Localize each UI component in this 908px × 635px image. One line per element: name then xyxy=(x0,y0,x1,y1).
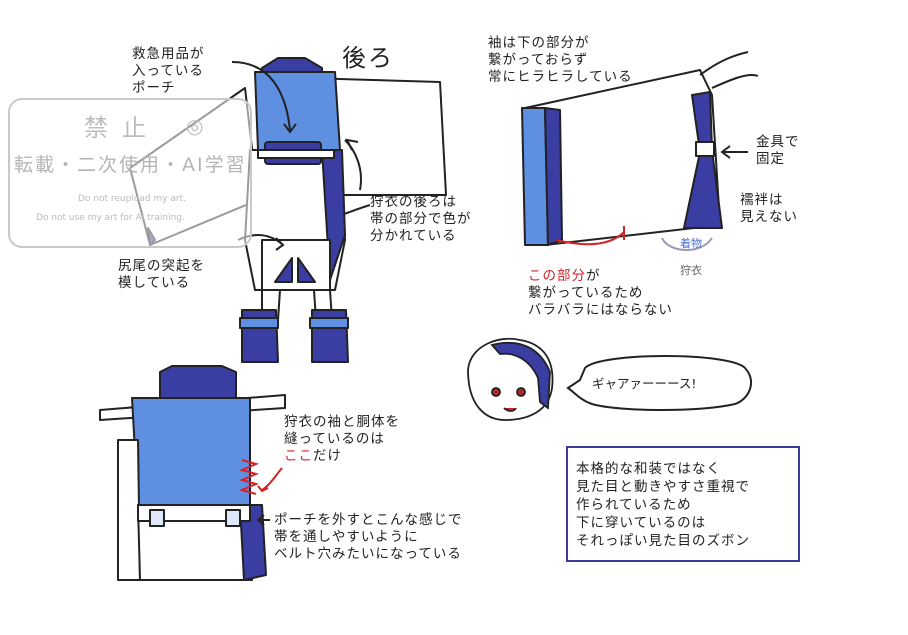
sewn-here-red: ここ xyxy=(284,448,313,464)
note-pouch-line: ポーチ xyxy=(132,80,176,96)
chibi-head xyxy=(467,337,554,421)
note-sleeve-bottom-line: 袖は下の部分が xyxy=(488,35,590,51)
scream-text: ギャアァーーース! xyxy=(592,376,697,391)
summary-line: 本格的な和装ではなく xyxy=(576,461,721,477)
summary-line: 下に穿いているのは xyxy=(576,515,707,531)
sewn-here-rest: だけ xyxy=(313,448,342,464)
note-hunting-back-line: 狩衣の後ろは xyxy=(370,194,457,210)
note-connected: この部分が 繋がっているため バラバラにはならない xyxy=(528,268,673,319)
watermark-line1: 禁止 xyxy=(84,114,160,142)
sleeve-detail xyxy=(521,51,759,246)
torso-closeup xyxy=(99,365,286,581)
note-pouch-line: 救急用品が xyxy=(132,46,205,62)
note-metal-line: 固定 xyxy=(756,151,785,167)
back-title: 後ろ xyxy=(342,44,394,72)
note-connected-line: バラバラにはならない xyxy=(528,302,673,318)
summary-line: 見た目と動きやすさ重視で xyxy=(576,479,750,495)
summary-text: 本格的な和装ではなく 見た目と動きやすさ重視で 作られているため 下に穿いている… xyxy=(576,460,750,550)
note-connected-line1: この部分が xyxy=(528,268,673,285)
watermark-line2: 転載・二次使用・AI学習 xyxy=(14,154,247,176)
note-sewn-line: 狩衣の袖と胴体を xyxy=(284,414,400,430)
note-pouch-line: 入っている xyxy=(132,63,204,79)
connected-part-red: この部分 xyxy=(528,268,586,284)
note-sewn-line3: ここだけ xyxy=(284,448,400,465)
note-hunting-back: 狩衣の後ろは 帯の部分で色が 分かれている xyxy=(370,194,472,245)
back-view-figure xyxy=(129,57,447,363)
note-metal: 金具で 固定 xyxy=(756,134,800,168)
note-pouch-removed-line: ベルト穴みたいになっている xyxy=(274,546,462,562)
label-kimono: 着物 xyxy=(680,237,702,250)
note-hunting-back-line: 分かれている xyxy=(370,228,457,244)
summary-line: それっぽい見た目のズボン xyxy=(576,533,750,549)
note-pouch: 救急用品が 入っている ポーチ xyxy=(132,46,205,97)
watermark-logo-icon: ◎ xyxy=(186,114,204,138)
summary-box: 本格的な和装ではなく 見た目と動きやすさ重視で 作られているため 下に穿いている… xyxy=(566,446,800,562)
note-pouch-removed-line: ポーチを外すとこんな感じで xyxy=(274,512,463,528)
note-sleeve-bottom-line: 常にヒラヒラしている xyxy=(488,69,633,85)
note-tail: 尻尾の突起を 模している xyxy=(118,258,205,292)
note-tail-line: 尻尾の突起を xyxy=(118,258,205,274)
label-kariginu: 狩衣 xyxy=(680,264,702,277)
note-sleeve-bottom-line: 繋がっておらず xyxy=(488,52,589,68)
note-no-collar-line: 襦袢は xyxy=(740,192,784,208)
watermark-line3: Do not reupload my art. xyxy=(78,194,187,204)
note-pouch-removed: ポーチを外すとこんな感じで 帯を通しやすいように ベルト穴みたいになっている xyxy=(274,512,463,563)
note-pouch-removed-line: 帯を通しやすいように xyxy=(274,529,419,545)
watermark-line4: Do not use my art for AI training. xyxy=(36,213,185,223)
belt-arrow xyxy=(256,514,270,526)
note-hunting-back-line: 帯の部分で色が xyxy=(370,211,472,227)
note-sewn: 狩衣の袖と胴体を 縫っているのは ここだけ xyxy=(284,414,400,465)
sewn-mark xyxy=(239,459,283,495)
watermark: 禁止 ◎ 転載・二次使用・AI学習 Do not reupload my art… xyxy=(8,98,252,248)
note-connected-line: 繋がっているため xyxy=(528,285,644,301)
note-metal-line: 金具で xyxy=(756,134,800,150)
speech-bubble xyxy=(566,355,752,411)
note-no-collar-line: 見えない xyxy=(740,209,798,225)
note-sewn-line: 縫っているのは xyxy=(284,431,385,447)
sleeve-detail-marks xyxy=(555,145,748,252)
note-no-collar: 襦袢は 見えない xyxy=(740,192,798,226)
note-sleeve-bottom: 袖は下の部分が 繋がっておらず 常にヒラヒラしている xyxy=(488,35,633,86)
connected-part-suffix: が xyxy=(586,268,601,284)
summary-line: 作られているため xyxy=(576,497,692,513)
note-tail-line: 模している xyxy=(118,275,191,291)
